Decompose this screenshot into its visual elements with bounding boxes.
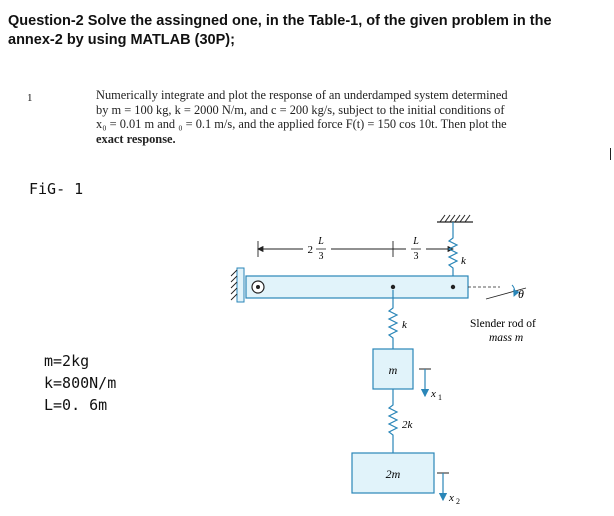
- edge-mark: [610, 148, 611, 160]
- mass-m: m: [372, 348, 414, 390]
- x2-label: x: [448, 492, 454, 504]
- problem-line: exact response.: [96, 131, 176, 146]
- x1-subscript: 1: [438, 393, 442, 402]
- problem-statement: Numerically integrate and plot the respo…: [96, 88, 576, 146]
- slender-rod: [245, 275, 469, 299]
- rod-label-line1: Slender rod of: [470, 318, 536, 330]
- spring-2k: 2k: [387, 389, 414, 453]
- param-mass: m=2kg: [44, 352, 90, 370]
- ceiling-support: [437, 214, 473, 223]
- dimension-line: 2 L 3 L 3: [257, 236, 454, 262]
- x2-indicator: x 2: [437, 472, 460, 506]
- question-title: Question-2 Solve the assingned one, in t…: [8, 12, 608, 50]
- spring-k: k: [387, 290, 408, 349]
- question-title-line1: Question-2 Solve the assingned one, in t…: [8, 13, 552, 29]
- attach-point-1: [390, 284, 396, 290]
- spring-k-label: k: [402, 319, 408, 331]
- dim-denominator-left: 3: [319, 251, 324, 262]
- attach-point-2: [450, 284, 456, 290]
- theta-label: θ: [518, 287, 524, 301]
- figure-label: FiG- 1: [29, 180, 84, 198]
- param-length: L=0. 6m: [44, 396, 108, 414]
- x2-subscript: 2: [456, 497, 460, 506]
- problem-number: 1: [27, 92, 33, 104]
- given-parameters: m=2kg k=800N/m L=0. 6m: [44, 350, 116, 416]
- mass-m-label: m: [389, 363, 398, 377]
- problem-line: Numerically integrate and plot the respo…: [96, 88, 508, 102]
- problem-line: x₀ = 0.01 m and ₀ = 0.1 m/s, and the app…: [96, 117, 507, 132]
- dim-numerator-right: L: [412, 236, 419, 247]
- dim-numerator-left: L: [317, 236, 324, 247]
- question-title-line2: annex-2 by using MATLAB (30P);: [8, 32, 235, 48]
- rod-label-line2: mass m: [489, 332, 523, 344]
- mass-2m-label: 2m: [386, 467, 401, 481]
- spring-2k-label: 2k: [402, 419, 414, 431]
- param-stiffness: k=800N/m: [44, 374, 117, 392]
- theta-indicator: θ: [485, 284, 527, 301]
- spring-right-label: k: [461, 255, 467, 267]
- dim-coefficient: 2: [308, 244, 314, 256]
- x1-indicator: x 1: [419, 368, 442, 402]
- wall-support: [230, 267, 245, 303]
- dim-denominator-right: 3: [414, 251, 419, 262]
- problem-line: by m = 100 kg, k = 2000 N/m, and c = 200…: [96, 102, 505, 117]
- mass-2m: 2m: [351, 452, 435, 494]
- x1-label: x: [430, 388, 436, 400]
